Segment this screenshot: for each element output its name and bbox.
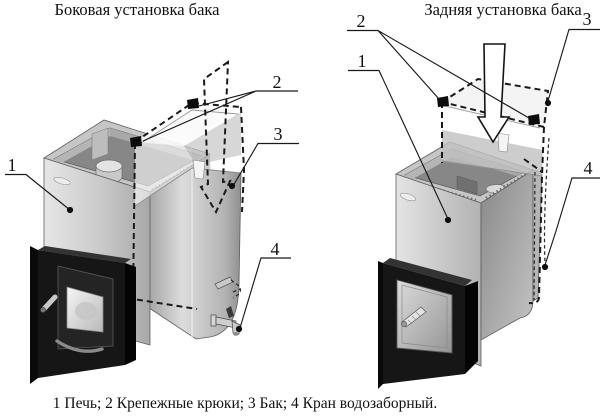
callout-tank: 3 <box>544 9 600 107</box>
callout-number: 3 <box>583 9 592 29</box>
callout-tap: 4 <box>541 158 600 271</box>
side-installation-diagram: Боковая установка бака <box>5 0 299 384</box>
callout-stove: 1 <box>348 51 452 224</box>
chimney-pipe-top <box>95 159 123 173</box>
callout-number: 4 <box>584 158 593 178</box>
firebox-door <box>30 246 136 384</box>
callout-number: 1 <box>358 51 367 71</box>
perforation-row <box>485 171 530 199</box>
panel-title-side: Боковая установка бака <box>55 0 221 19</box>
mounting-hook-icon <box>528 114 540 125</box>
down-arrow-icon <box>476 43 511 144</box>
brand-plate <box>53 176 71 186</box>
ladle-cup <box>192 159 206 180</box>
water-line <box>441 160 543 177</box>
callout-tank: 3 <box>228 124 299 190</box>
door-handle <box>55 339 104 353</box>
brand-plate <box>400 192 416 202</box>
water-tap-dashed <box>214 276 242 299</box>
tank-dashed-outline <box>131 101 246 310</box>
callout-hooks: 2 <box>347 11 530 119</box>
chamber-partition <box>91 127 109 161</box>
callout-stove: 1 <box>5 155 74 214</box>
callout-number: 1 <box>8 155 17 175</box>
callout-hooks: 2 <box>142 72 298 142</box>
mounting-hook-icon <box>187 98 199 109</box>
figure-caption: 1 Печь; 2 Крепежные крюки; 3 Бак; 4 Кран… <box>52 395 438 412</box>
rear-installation-diagram: Задняя установка бака <box>347 0 600 389</box>
tap-outlet <box>233 332 239 336</box>
callout-number: 4 <box>271 239 280 259</box>
panel-title-rear: Задняя установка бака <box>424 0 582 19</box>
callout-number: 2 <box>273 72 282 92</box>
tap-lever <box>226 306 234 318</box>
firebox-door <box>378 258 478 389</box>
mounting-hook-icon <box>130 136 142 147</box>
ladle-cup <box>497 132 510 153</box>
chamber-partition <box>456 175 478 195</box>
callout-number: 3 <box>274 124 283 144</box>
glass-reflection <box>75 302 97 320</box>
water-tank-ghost <box>134 103 242 207</box>
door-leaf <box>396 279 453 354</box>
chamber-wall <box>405 149 452 180</box>
door-latch-knob <box>40 307 46 313</box>
callout-number: 2 <box>357 11 366 31</box>
door-latch <box>41 294 58 312</box>
callout-tap: 4 <box>235 239 291 333</box>
water-line <box>134 167 242 207</box>
hidden-tap-outline <box>543 137 550 264</box>
tank-dashed-outline <box>441 77 550 305</box>
door-handle <box>401 306 427 328</box>
mounting-hook-icon <box>437 96 449 107</box>
down-arrow-dashed-icon <box>199 60 232 215</box>
